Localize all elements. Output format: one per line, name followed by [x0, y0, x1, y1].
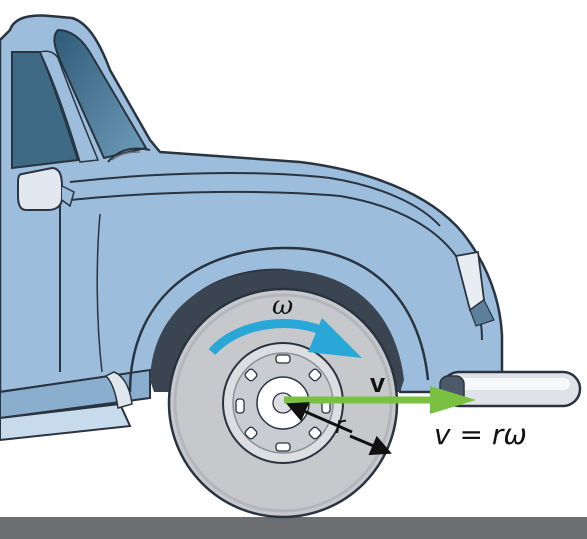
omega-label: ω [272, 291, 293, 321]
velocity-equation: v = rω [434, 418, 527, 451]
radius-label: r [335, 411, 347, 439]
radius-arrow [286, 402, 392, 456]
angular-velocity-arrow [208, 318, 362, 358]
velocity-arrow [284, 386, 476, 414]
velocity-label: v [370, 368, 385, 398]
ground [0, 517, 587, 539]
